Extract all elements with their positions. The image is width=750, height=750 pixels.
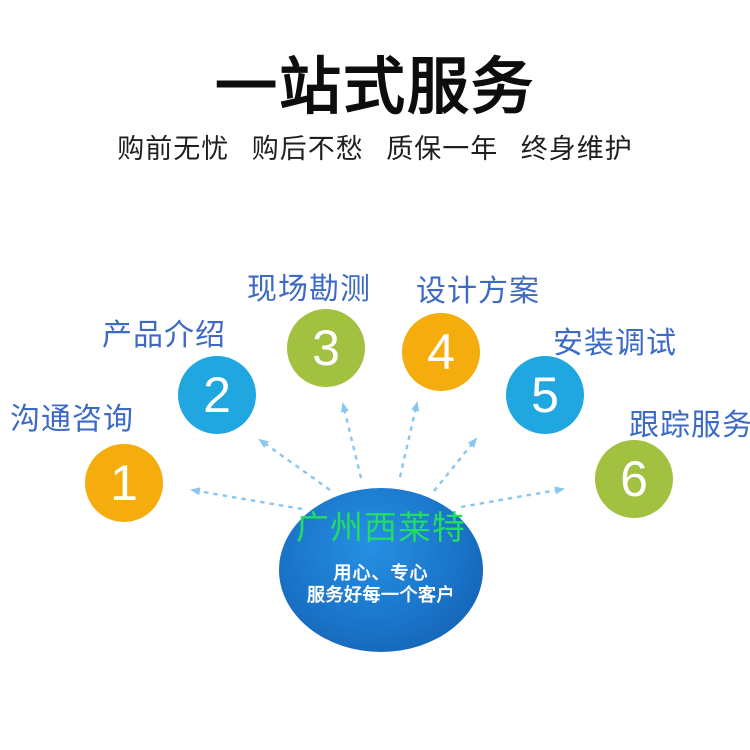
step-number-4: 4 xyxy=(427,324,455,380)
step-label-6: 跟踪服务 xyxy=(629,409,750,442)
step-circle-5: 5 xyxy=(506,356,584,434)
arrow-to-step-3 xyxy=(341,402,363,479)
step-label-5: 安装调试 xyxy=(553,327,677,360)
step-circle-6: 6 xyxy=(595,440,673,518)
step-number-1: 1 xyxy=(110,455,138,511)
page-title: 一站式服务 xyxy=(214,53,535,122)
arrow-to-step-4 xyxy=(398,401,420,478)
arrow-to-step-5 xyxy=(433,437,478,492)
center-brand-ellipse xyxy=(279,488,483,652)
step-number-6: 6 xyxy=(620,451,648,507)
step-circle-4: 4 xyxy=(402,313,480,391)
step-circle-3: 3 xyxy=(287,309,365,387)
step-label-2: 产品介绍 xyxy=(102,319,226,352)
step-number-5: 5 xyxy=(531,367,559,423)
page-subtitle: 购前无忧 购后不愁 质保一年 终身维护 xyxy=(117,134,633,164)
step-label-1: 沟通咨询 xyxy=(10,403,134,436)
arrow-to-step-2 xyxy=(258,438,331,491)
brand-name: 广州西莱特 xyxy=(296,509,466,546)
step-label-4: 设计方案 xyxy=(416,275,540,308)
step-number-2: 2 xyxy=(203,367,231,423)
step-number-3: 3 xyxy=(312,320,340,376)
step-label-3: 现场勘测 xyxy=(247,273,371,306)
slogan-line-1: 用心、专心 xyxy=(333,563,429,583)
step-circle-2: 2 xyxy=(178,356,256,434)
slogan-line-2: 服务好每一个客户 xyxy=(307,585,455,605)
step-circle-1: 1 xyxy=(85,444,163,522)
